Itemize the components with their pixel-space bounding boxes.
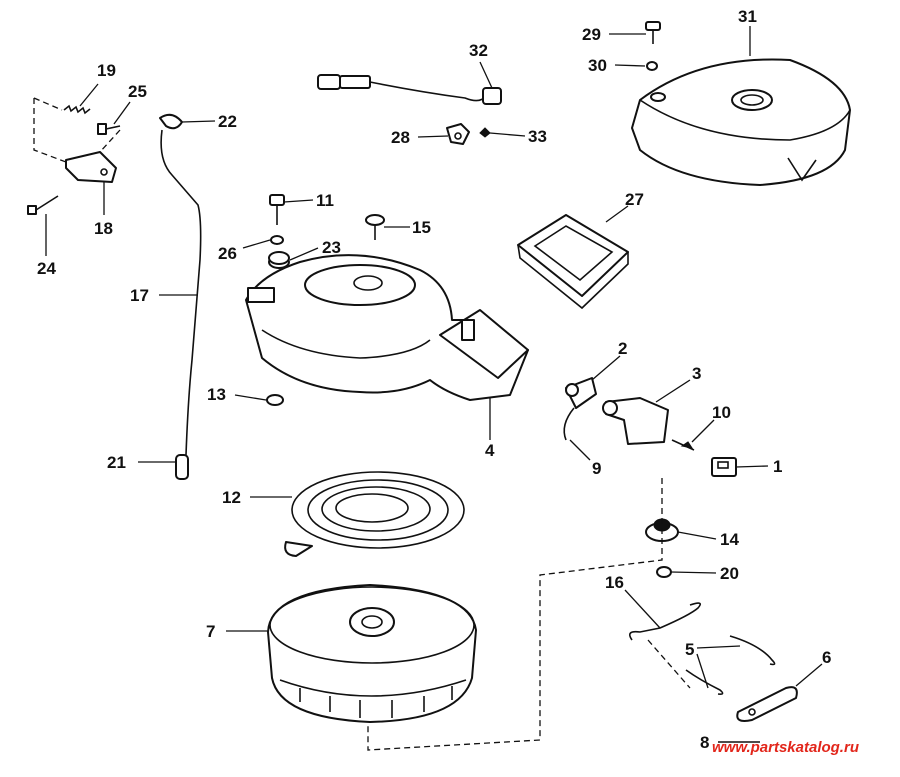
- part-32-switch-wire: [317, 74, 502, 105]
- callout-22: 22: [218, 112, 237, 131]
- callout-33: 33: [528, 127, 547, 146]
- part-18-bracket: [65, 151, 117, 183]
- part-2-lever: [565, 377, 597, 409]
- callout-6: 6: [822, 648, 831, 667]
- part-33-screw: [479, 127, 491, 138]
- part-4-starter-housing: [245, 254, 529, 401]
- callout-7: 7: [206, 622, 215, 641]
- callout-28: 28: [391, 128, 410, 147]
- callout-9: 9: [592, 459, 601, 478]
- part-16-spring-clip: [629, 602, 701, 641]
- callout-16: 16: [605, 573, 624, 592]
- part-17-link-rod: [160, 129, 202, 456]
- callout-1: 1: [773, 457, 782, 476]
- part-7-rope-pulley: [267, 584, 477, 723]
- part-10-pin: [671, 439, 695, 451]
- callout-20: 20: [720, 564, 739, 583]
- callout-31: 31: [738, 7, 757, 26]
- part-23-bushing: [268, 251, 290, 269]
- callout-2: 2: [618, 339, 627, 358]
- assembly-dashed-lines: [33, 97, 691, 751]
- callout-27: 27: [625, 190, 644, 209]
- callout-15: 15: [412, 218, 431, 237]
- callout-4: 4: [485, 441, 495, 460]
- part-6-cam: [736, 686, 798, 722]
- callout-24: 24: [37, 259, 56, 278]
- part-21-rod-end: [175, 454, 189, 480]
- part-15-screw: [365, 214, 385, 240]
- part-13-nut: [266, 394, 284, 406]
- part-11-bolt: [269, 194, 285, 225]
- callout-21: 21: [107, 453, 126, 472]
- part-29-screw: [645, 21, 661, 44]
- part-31-cover: [631, 58, 851, 186]
- callout-19: 19: [97, 61, 116, 80]
- part-1-stop: [711, 457, 737, 477]
- callout-18: 18: [94, 219, 113, 238]
- part-20-nut: [656, 566, 672, 578]
- callout-11: 11: [316, 191, 334, 210]
- part-12-recoil-spring: [284, 471, 465, 557]
- part-25-pin: [97, 123, 121, 135]
- callout-8: 8: [700, 733, 709, 752]
- part-9-spring: [563, 407, 575, 441]
- callout-23: 23: [322, 238, 341, 257]
- part-24-screw: [27, 195, 59, 215]
- callout-10: 10: [712, 403, 731, 422]
- callout-17: 17: [130, 286, 149, 305]
- callout-29: 29: [582, 25, 601, 44]
- callout-5: 5: [685, 640, 694, 659]
- callout-25: 25: [128, 82, 147, 101]
- part-27-rope-guide: [517, 214, 629, 310]
- part-3-handle: [602, 397, 669, 445]
- part-26-washer: [270, 235, 284, 245]
- part-30-washer: [646, 61, 658, 71]
- callout-14: 14: [720, 530, 739, 549]
- callout-32: 32: [469, 41, 488, 60]
- part-22-clip: [159, 113, 183, 130]
- callout-12: 12: [222, 488, 241, 507]
- part-5-springs: [685, 635, 776, 695]
- callout-26: 26: [218, 244, 237, 263]
- callout-13: 13: [207, 385, 226, 404]
- part-19-spring: [63, 104, 91, 115]
- leader-lines: [45, 26, 823, 689]
- callout-3: 3: [692, 364, 701, 383]
- callout-30: 30: [588, 56, 607, 75]
- part-28-clip: [446, 123, 470, 145]
- watermark-text: www.partskatalog.ru: [712, 739, 859, 756]
- callout-labels: 19 25 22 18 24 17 21 13 12 7 11 26 23 15…: [37, 7, 831, 752]
